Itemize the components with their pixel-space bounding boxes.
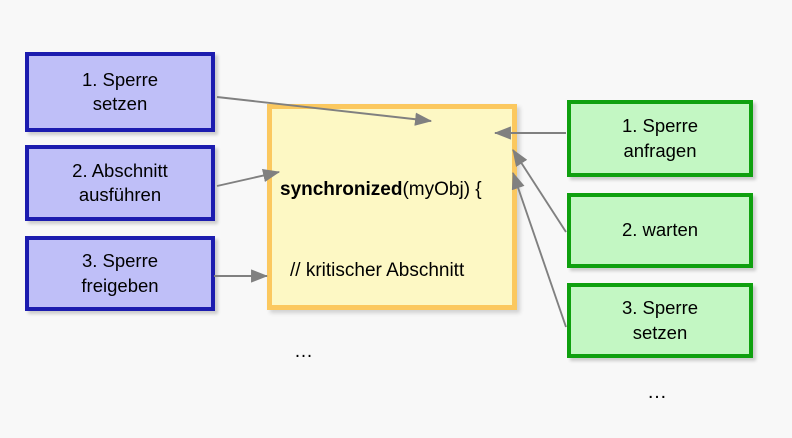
blue-box-lock-set[interactable]: 1. Sperre setzen [25,52,215,132]
green-box-lock-acquire[interactable]: 3. Sperre setzen [567,283,753,358]
green-box-lock-acquire-line2: setzen [632,321,688,343]
blue-box-lock-release-line1: 3. Sperre [81,250,159,272]
code-block-text: synchronized(myObj) { // kritischer Absc… [272,109,482,438]
green-box-wait-line1: 2. warten [621,219,699,241]
green-box-lock-acquire-line1: 3. Sperre [621,297,699,319]
blue-box-lock-release-line2: freigeben [81,274,159,296]
green-box-lock-request-line2: anfragen [623,139,697,161]
code-line-1: // kritischer Abschnitt [290,259,465,281]
code-block-synchronized[interactable]: synchronized(myObj) { // kritischer Absc… [267,104,517,362]
code-line-0-rest: (myObj) { [402,178,482,200]
code-keyword-synchronized: synchronized [280,178,403,200]
code-line-2: … [294,340,313,362]
blue-box-lock-release[interactable]: 3. Sperre freigeben [25,236,215,311]
green-box-lock-request[interactable]: 1. Sperre anfragen [567,100,753,177]
right-column-trailing-ellipsis: … [647,381,668,403]
blue-box-lock-set-line2: setzen [92,93,148,114]
blue-box-lock-set-line1: 1. Sperre [81,68,159,90]
green-box-lock-request-line1: 1. Sperre [621,115,699,137]
blue-box-run-section[interactable]: 2. Abschnitt ausführen [25,145,215,221]
green-box-wait[interactable]: 2. warten [567,193,753,268]
arrow-wait-to-code [512,149,567,233]
code-line-blank [280,420,482,438]
blue-box-run-section-line1: 2. Abschnitt [72,159,168,181]
code-line-0: synchronized(myObj) { [280,177,482,204]
blue-box-run-section-line2: ausführen [78,184,162,205]
arrow-lock-acquire-to-code [511,171,567,328]
